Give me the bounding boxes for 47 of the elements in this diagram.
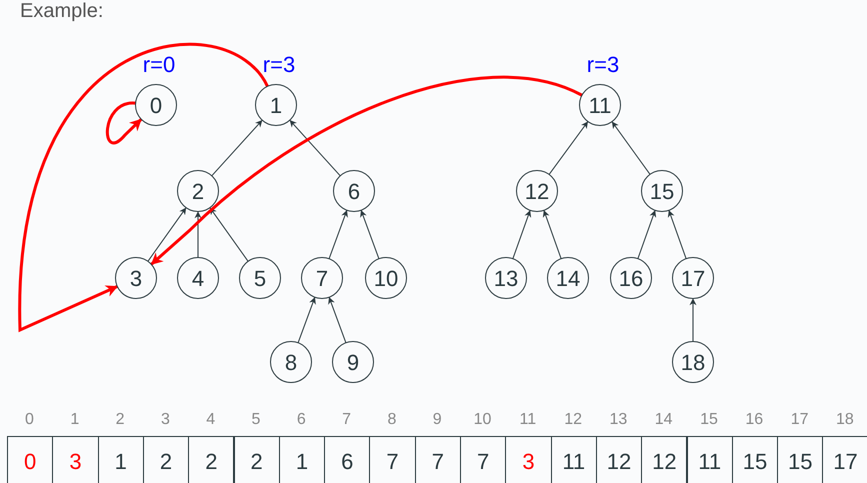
- index-label: 2: [114, 410, 126, 430]
- arrow: [328, 210, 348, 259]
- arrow: [298, 297, 316, 343]
- index-label: 15: [699, 410, 719, 430]
- array-cell: 2: [188, 436, 234, 483]
- arrow: [542, 210, 562, 259]
- arrow: [360, 210, 380, 259]
- index-label: 6: [296, 410, 307, 430]
- index-label: 5: [250, 410, 262, 430]
- annotation-arrow: [106, 102, 142, 144]
- index-label: 13: [608, 410, 628, 430]
- rank-label: r=3: [586, 53, 620, 77]
- index-label: 1: [69, 410, 80, 430]
- annotation-arrow: [150, 76, 584, 266]
- arrow: [612, 121, 650, 174]
- annotation-arrow: [18, 42, 269, 332]
- array-cell: 11: [686, 436, 733, 483]
- index-label: 9: [432, 410, 443, 430]
- index-label: 8: [386, 410, 398, 430]
- array-cell: 2: [234, 436, 280, 483]
- rank-label: r=3: [262, 53, 296, 77]
- index-label: 18: [834, 410, 855, 430]
- arrow: [668, 210, 686, 259]
- index-label: 14: [654, 410, 674, 430]
- array-cell: 12: [641, 436, 688, 483]
- index-label: 4: [205, 410, 216, 430]
- index-label: 11: [518, 410, 538, 430]
- arrow: [548, 121, 588, 175]
- index-label: 0: [24, 410, 35, 430]
- heading: Example:: [20, 0, 104, 22]
- arrow: [638, 210, 656, 259]
- index-label: 3: [160, 410, 171, 430]
- index-label: 12: [563, 410, 583, 430]
- arrow: [512, 210, 532, 259]
- arrow: [290, 120, 340, 176]
- arrow: [328, 297, 346, 343]
- arrow: [212, 120, 262, 176]
- arrow: [148, 208, 186, 262]
- index-label: 16: [744, 410, 764, 430]
- index-label: 7: [341, 410, 352, 430]
- index-label: 17: [790, 410, 810, 430]
- arrow: [194, 211, 202, 258]
- arrow: [690, 298, 696, 342]
- arrow: [210, 208, 248, 262]
- rank-label: r=0: [142, 53, 176, 77]
- index-label: 10: [472, 410, 492, 430]
- array-cell: 0: [7, 436, 54, 483]
